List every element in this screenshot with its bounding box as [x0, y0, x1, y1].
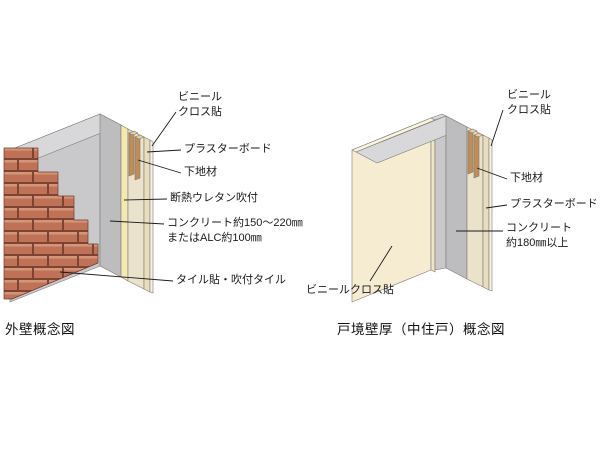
label-exterior-urethane: 断熱ウレタン吹付: [170, 192, 258, 204]
label-exterior-tile: タイル貼・吹付タイル: [176, 274, 286, 286]
leader-exterior-urethane: [123, 198, 168, 201]
leader-exterior-plasterboard: [146, 149, 182, 153]
wood-stud: [134, 134, 141, 181]
plasterboard-layer: [143, 136, 151, 293]
label-partition-concrete: コンクリート 約180㎜以上: [506, 222, 572, 249]
urethane-insulation-layer: [120, 124, 129, 282]
caption-exterior-wall: 外壁概念図: [5, 322, 75, 337]
label-partition-base-material: 下地材: [510, 172, 543, 184]
label-exterior-vinyl-cloth: ビニール クロス貼: [178, 91, 222, 118]
leader-partition-plasterboard: [485, 204, 508, 209]
label-partition-plasterboard: プラスターボード: [510, 198, 598, 210]
leader-exterior-vinyl: [151, 111, 177, 147]
partition-concrete-end-face: [445, 115, 468, 280]
exterior-wall-illustration: [3, 113, 154, 303]
wood-stud-top: [467, 128, 478, 134]
wood-stud: [473, 132, 480, 179]
leader-partition-vinyl-front: [369, 245, 393, 282]
wood-stud-top: [128, 130, 139, 136]
partition-wall-leaders: [369, 109, 508, 282]
partition-wall-illustration: [351, 113, 493, 303]
leader-partition-base-material: [476, 167, 508, 180]
label-partition-vinyl-cloth-front: ビニールクロス貼: [306, 284, 394, 296]
exterior-concrete-end-face: [99, 113, 122, 278]
tile-face: [3, 147, 99, 300]
leader-exterior-base-material: [137, 159, 182, 174]
caption-partition-wall: 戸境壁厚（中住戸）概念図: [337, 322, 505, 337]
wood-stud: [128, 130, 135, 177]
label-partition-vinyl-cloth-right: ビニール クロス貼: [507, 89, 551, 116]
exterior-wall-leaders: [59, 111, 182, 282]
partition-vinyl-cloth-layer: [488, 137, 493, 292]
leader-exterior-concrete: [109, 220, 165, 225]
label-exterior-base-material: 下地材: [184, 166, 217, 178]
label-exterior-concrete: コンクリート約150〜220㎜ またはALC約100㎜: [167, 217, 303, 244]
label-exterior-plasterboard: プラスターボード: [184, 143, 272, 155]
leader-exterior-tile: [59, 271, 174, 282]
leader-partition-vinyl-right: [490, 109, 504, 147]
wood-stud: [467, 128, 474, 175]
partition-plasterboard-layer: [482, 134, 490, 291]
vinyl-cloth-layer: [149, 139, 154, 294]
